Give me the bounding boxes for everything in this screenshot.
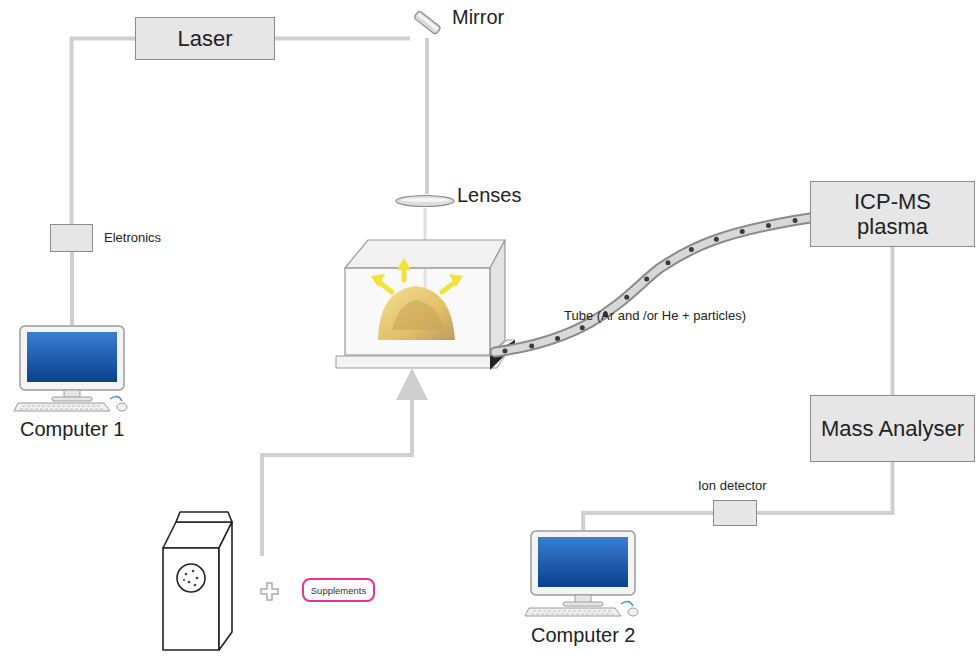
computer: Computer 1	[14, 325, 130, 413]
lens-icon	[395, 194, 455, 208]
connector-line	[891, 247, 895, 395]
part-label: Lenses	[457, 184, 522, 207]
connector-line	[425, 38, 429, 194]
mirror-icon	[410, 8, 444, 38]
part-label: Ion detector	[698, 478, 767, 493]
mirror: Mirror	[410, 8, 444, 38]
connector-line	[70, 252, 74, 325]
connector-line	[275, 37, 410, 41]
mass-analyser-box: Mass Analyser	[810, 395, 975, 462]
connector-line	[72, 39, 136, 225]
milk-carton	[163, 512, 232, 650]
part-label: Mirror	[452, 6, 504, 29]
part-label: Computer 1	[20, 418, 125, 441]
computer-icon	[14, 325, 130, 413]
supplements-container: Supplements	[302, 578, 375, 602]
box-label: Supplements	[311, 585, 366, 596]
transport-tube	[495, 218, 810, 352]
laser-box: Laser	[135, 17, 275, 60]
connector-line	[757, 462, 893, 513]
part-label: Computer 2	[531, 624, 636, 647]
electronics-box: Eletronics	[50, 224, 93, 252]
box-label: ICP-MS plasma	[819, 189, 966, 240]
box-label: Mass Analyser	[821, 416, 964, 441]
lens: Lenses	[395, 194, 455, 208]
computer: Computer 2	[525, 530, 641, 618]
ablation-chamber	[336, 240, 515, 370]
part-label: Eletronics	[104, 230, 161, 245]
tube-label: Tube (Ar and /or He + particles)	[560, 308, 750, 324]
sample-arrow	[262, 380, 412, 556]
connector-line	[583, 513, 713, 530]
ion-detector-box: Ion detector	[713, 500, 757, 526]
computer-icon	[525, 530, 641, 618]
icp-ms-box: ICP-MS plasma	[810, 181, 975, 247]
box-label: Laser	[177, 26, 232, 51]
plus-sign	[261, 583, 278, 600]
